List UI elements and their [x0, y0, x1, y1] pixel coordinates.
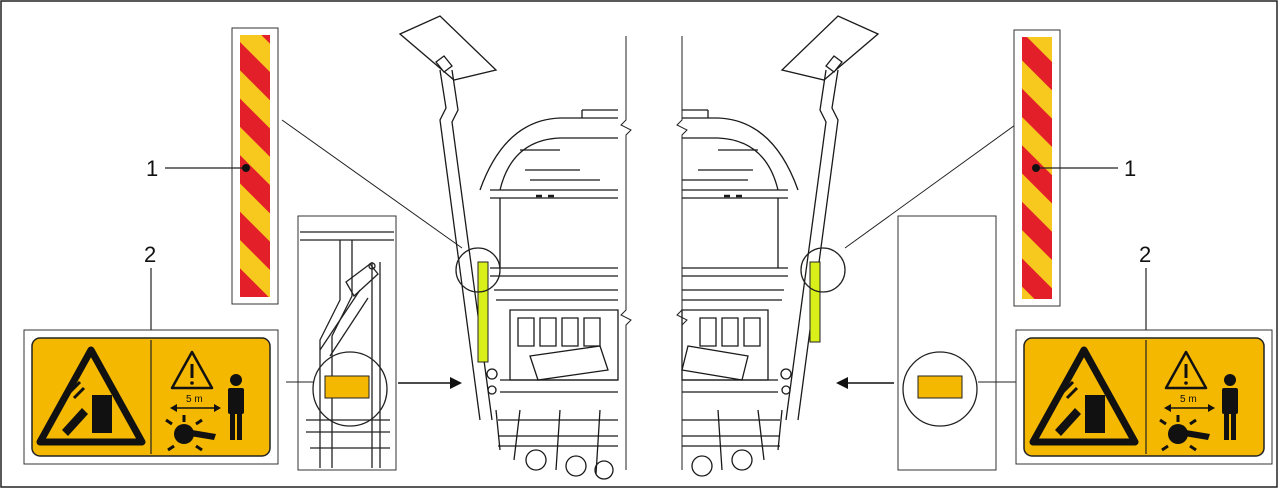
- break-line-right: [676, 36, 688, 470]
- left-machine-view: [398, 15, 619, 480]
- arrow-right-icon: [398, 377, 462, 389]
- left-leader-line-1: [281, 119, 463, 249]
- right-detail-circle: [800, 247, 846, 293]
- hand-crush-hazard-icon: [1029, 346, 1139, 446]
- arrow-left-icon: [836, 377, 894, 389]
- right-detail-inset: [897, 215, 997, 471]
- left-detail-circle: [455, 247, 501, 293]
- warning-triangle-icon: [170, 350, 214, 390]
- warning-triangle-icon: [1164, 350, 1208, 390]
- right-leader-line-1: [844, 119, 1023, 249]
- hand-crush-hazard-icon: [36, 346, 146, 446]
- person-icon: [228, 374, 244, 440]
- left-distance-label: 5 m: [186, 394, 203, 405]
- right-hivis-strip: [809, 261, 821, 343]
- break-line-left: [620, 36, 632, 470]
- left-reflective-marker-panel: [231, 27, 279, 305]
- right-distance-label: 5 m: [1180, 394, 1197, 405]
- right-callout-2-number: 2: [1139, 242, 1151, 267]
- left-callout-2-number: 2: [144, 242, 156, 267]
- right-machine-view: [681, 15, 880, 477]
- person-icon: [1222, 374, 1238, 440]
- left-warning-sign: 5 m: [23, 329, 279, 465]
- rotating-part-hazard-icon: [1159, 415, 1210, 452]
- left-hivis-strip: [477, 261, 489, 363]
- left-callout-1-number: 1: [146, 156, 158, 181]
- right-warning-sign: 5 m: [1015, 329, 1273, 465]
- right-callout-1-number: 1: [1124, 156, 1136, 181]
- right-callout-1: 1: [1032, 156, 1136, 181]
- left-callout-1: 1: [146, 156, 250, 181]
- left-detail-inset: [297, 215, 397, 471]
- rotating-part-hazard-icon: [165, 415, 216, 452]
